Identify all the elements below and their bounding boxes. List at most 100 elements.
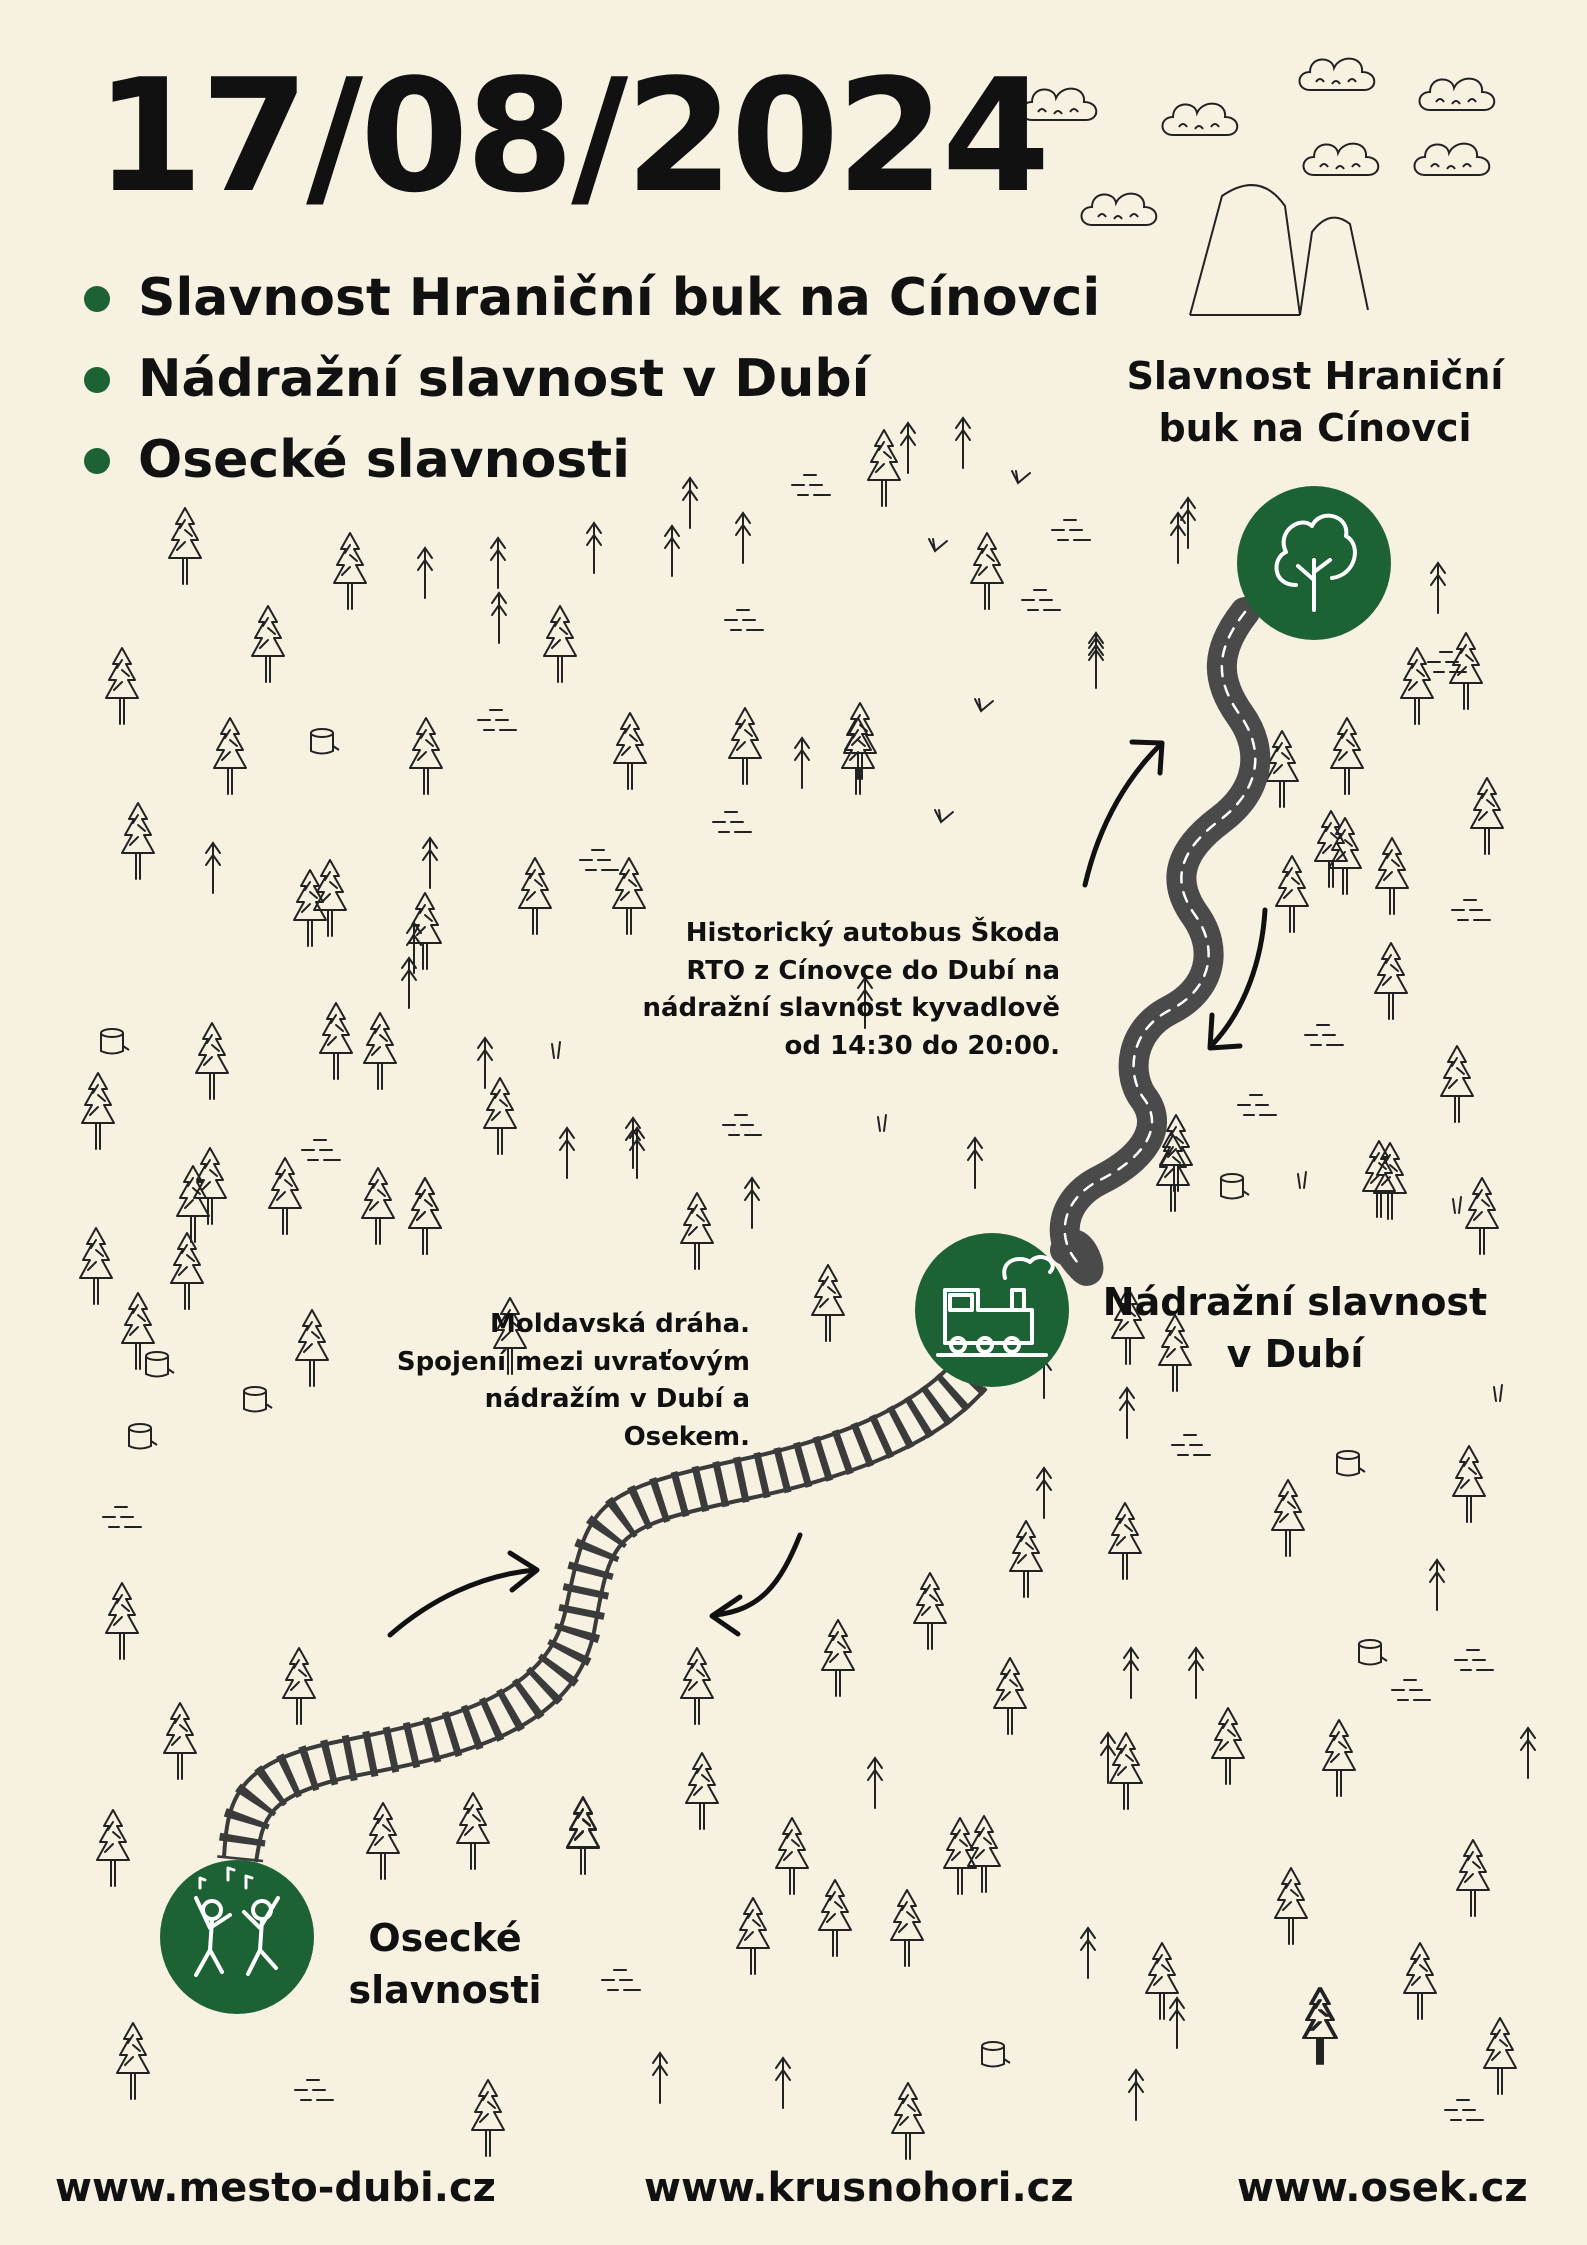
stump-doodle: [1220, 1173, 1250, 1200]
spruce-doodle: [417, 547, 433, 599]
fir-tree-doodle: [943, 1817, 977, 1895]
fir-tree-doodle: [213, 717, 247, 795]
grass-doodle: [601, 1969, 641, 1991]
grass-doodle: [1021, 589, 1061, 611]
sprout-doodle: [974, 698, 994, 712]
grass-doodle: [1444, 2099, 1484, 2121]
spruce-doodle: [401, 957, 417, 1009]
fir-tree-doodle: [680, 1647, 714, 1725]
fir-tree-doodle: [471, 2079, 505, 2157]
grass-tuft-doodle: [1297, 1171, 1307, 1189]
spruce-doodle: [490, 537, 506, 589]
spruce-doodle: [205, 842, 221, 894]
tree-icon: [1274, 513, 1357, 612]
footer-link-osek[interactable]: www.osek.cz: [1237, 2165, 1528, 2211]
fir-tree-doodle: [282, 1647, 316, 1725]
fir-tree-doodle: [121, 802, 155, 880]
bullet-icon: [84, 286, 110, 312]
spruce-doodle: [1169, 1997, 1185, 2049]
grass-doodle: [712, 811, 752, 833]
stump-doodle: [981, 2041, 1011, 2068]
fir-tree-doodle: [121, 1292, 155, 1370]
fir-tree-doodle: [891, 2082, 925, 2160]
fir-tree-doodle: [409, 717, 443, 795]
spruce-doodle: [1036, 1467, 1052, 1519]
grass-doodle: [722, 1114, 762, 1136]
footer-link-krusnohori[interactable]: www.krusnohori.cz: [644, 2165, 1074, 2211]
fir-tree-doodle: [366, 1802, 400, 1880]
spruce-doodle: [1088, 637, 1104, 689]
fir-tree-doodle: [821, 1619, 855, 1697]
fir-tree-doodle: [333, 532, 367, 610]
fir-tree-doodle: [408, 1177, 442, 1255]
fir-tree-doodle: [1440, 1045, 1474, 1123]
grass-doodle: [1451, 899, 1491, 921]
spruce-doodle: [586, 522, 602, 574]
fir-tree-doodle: [1145, 1942, 1179, 2020]
fir-tree-doodle: [818, 1879, 852, 1957]
fir-tree-doodle: [1330, 717, 1364, 795]
fir-tree-doodle: [105, 1582, 139, 1660]
grass-doodle: [102, 1506, 142, 1528]
cloud-doodle: [1302, 142, 1380, 176]
spruce-doodle: [1170, 512, 1186, 564]
event-list: Slavnost Hraniční buk na Cínovci Nádražn…: [84, 258, 1100, 501]
stump-doodle: [243, 1386, 273, 1413]
footer-link-dubi[interactable]: www.mesto-dubi.cz: [55, 2165, 496, 2211]
stump-doodle: [310, 728, 340, 755]
fir-tree-doodle: [736, 1897, 770, 1975]
spruce-doodle: [1123, 1647, 1139, 1699]
fir-tree-doodle: [680, 1192, 714, 1270]
bullet-icon: [84, 367, 110, 393]
fir-tree-doodle: [1271, 1479, 1305, 1557]
spruce-doodle: [775, 2057, 791, 2109]
fir-tree-doodle: [685, 1752, 719, 1830]
label-osek: Osecké slavnosti: [348, 1916, 542, 2013]
fir-tree-doodle: [1322, 1719, 1356, 1797]
grass-doodle: [301, 1139, 341, 1161]
stop-osek: [160, 1860, 314, 2014]
fir-tree-doodle: [170, 1232, 204, 1310]
grass-tuft-doodle: [551, 1041, 561, 1059]
fir-tree-doodle: [116, 2022, 150, 2100]
fir-tree-doodle: [363, 1012, 397, 1090]
fir-tree-doodle: [967, 1815, 1001, 1893]
fir-tree-doodle: [81, 1072, 115, 1150]
locomotive-icon: [936, 1255, 1055, 1357]
fir-tree-doodle: [313, 859, 347, 937]
fir-tree-doodle: [566, 1797, 600, 1875]
event-list-item: Slavnost Hraniční buk na Cínovci: [84, 258, 1100, 339]
railway-track: [217, 1359, 988, 1863]
spruce-doodle: [794, 737, 810, 789]
fir-tree-doodle: [483, 1077, 517, 1155]
fir-tree-doodle: [811, 1264, 845, 1342]
stump-doodle: [128, 1423, 158, 1450]
fir-tree-doodle: [163, 1702, 197, 1780]
fir-tree-doodle: [1400, 647, 1434, 725]
fir-tree-doodle: [96, 1809, 130, 1887]
grass-doodle: [294, 2079, 334, 2101]
spruce-doodle: [1180, 497, 1196, 549]
fir-tree-doodle: [1375, 837, 1409, 915]
fir-tree-doodle: [1483, 2017, 1517, 2095]
grass-doodle: [724, 609, 764, 631]
spruce-doodle: [1119, 1387, 1135, 1439]
spruce-doodle: [744, 1177, 760, 1229]
fir-tree-doodle: [176, 1165, 210, 1243]
stump-doodle: [1358, 1639, 1388, 1666]
fir-tree-doodle: [913, 1572, 947, 1650]
fir-tree-doodle: [775, 1817, 809, 1895]
spruce-doodle: [1430, 562, 1446, 614]
fir-tree-doodle: [1108, 1502, 1142, 1580]
fir-tree-doodle: [168, 507, 202, 585]
fir-tree-doodle: [268, 1157, 302, 1235]
fir-tree-doodle: [566, 1796, 600, 1874]
fir-tree-doodle: [319, 1002, 353, 1080]
event-list-item: Nádražní slavnost v Dubí: [84, 339, 1100, 420]
fir-tree-doodle: [79, 1227, 113, 1305]
fir-tree-doodle: [1470, 777, 1504, 855]
cloud-doodle: [1161, 102, 1239, 136]
label-dubi: Nádražní slavnost v Dubí: [1102, 1280, 1488, 1377]
spruce-doodle: [735, 512, 751, 564]
